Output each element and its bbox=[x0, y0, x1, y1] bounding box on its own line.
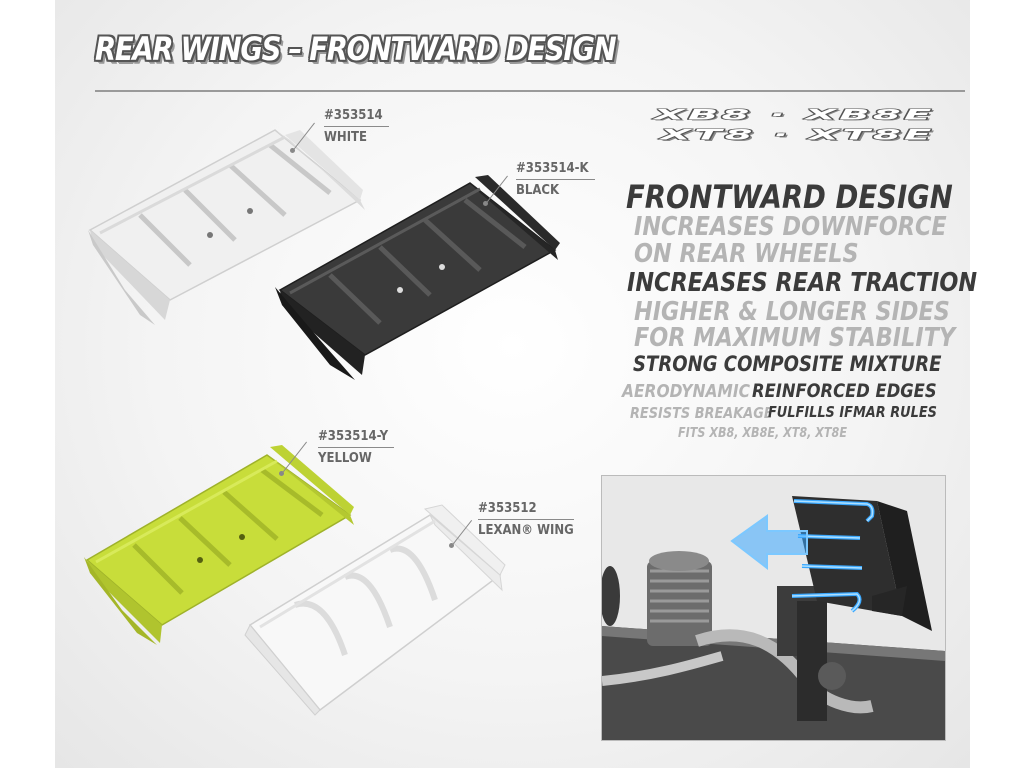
feature-line: ON REAR WHEELS bbox=[634, 239, 859, 269]
white-wing-image bbox=[88, 129, 365, 325]
product-label-white: #353514 WHITE bbox=[324, 107, 389, 147]
product-name: YELLOW bbox=[318, 451, 372, 466]
part-number: #353512 bbox=[478, 500, 574, 520]
feature-line: REINFORCED EDGES bbox=[752, 380, 937, 402]
model-line-1: XB8 · XB8E bbox=[653, 107, 934, 123]
product-name: LEXAN® WING bbox=[478, 523, 574, 538]
leader-dot bbox=[279, 471, 284, 476]
part-number: #353514 bbox=[324, 107, 389, 127]
model-line-2: XT8 · XT8E bbox=[659, 127, 934, 143]
feature-heading: FRONTWARD DESIGN bbox=[626, 178, 953, 216]
feature-line: AERODYNAMIC bbox=[622, 381, 750, 402]
feature-line: FITS XB8, XB8E, XT8, XT8E bbox=[678, 426, 847, 441]
product-name: BLACK bbox=[516, 183, 560, 198]
part-number: #353514-K bbox=[516, 160, 595, 180]
leader-dot bbox=[483, 201, 488, 206]
leader-dot bbox=[449, 543, 454, 548]
feature-line: INCREASES REAR TRACTION bbox=[627, 268, 978, 298]
feature-line: RESISTS BREAKAGE bbox=[630, 404, 773, 422]
feature-line: FOR MAXIMUM STABILITY bbox=[634, 323, 956, 353]
part-number: #353514-Y bbox=[318, 428, 395, 448]
product-label-black: #353514-K BLACK bbox=[516, 160, 595, 200]
feature-line: HIGHER & LONGER SIDES bbox=[634, 297, 950, 327]
product-label-yellow: #353514-Y YELLOW bbox=[318, 428, 395, 468]
title-divider bbox=[95, 90, 965, 92]
black-wing-image bbox=[275, 175, 560, 380]
feature-line: STRONG COMPOSITE MIXTURE bbox=[633, 352, 942, 376]
feature-line: FULFILLS IFMAR RULES bbox=[768, 403, 937, 421]
product-label-lexan: #353512 LEXAN® WING bbox=[478, 500, 574, 540]
page-title: REAR WINGS – FRONTWARD DESIGN bbox=[95, 30, 617, 68]
feature-line: INCREASES DOWNFORCE bbox=[634, 212, 947, 242]
lexan-wing-image bbox=[244, 504, 506, 716]
product-name: WHITE bbox=[324, 130, 368, 145]
leader-dot bbox=[290, 148, 295, 153]
mounted-wing-photo bbox=[601, 475, 946, 741]
